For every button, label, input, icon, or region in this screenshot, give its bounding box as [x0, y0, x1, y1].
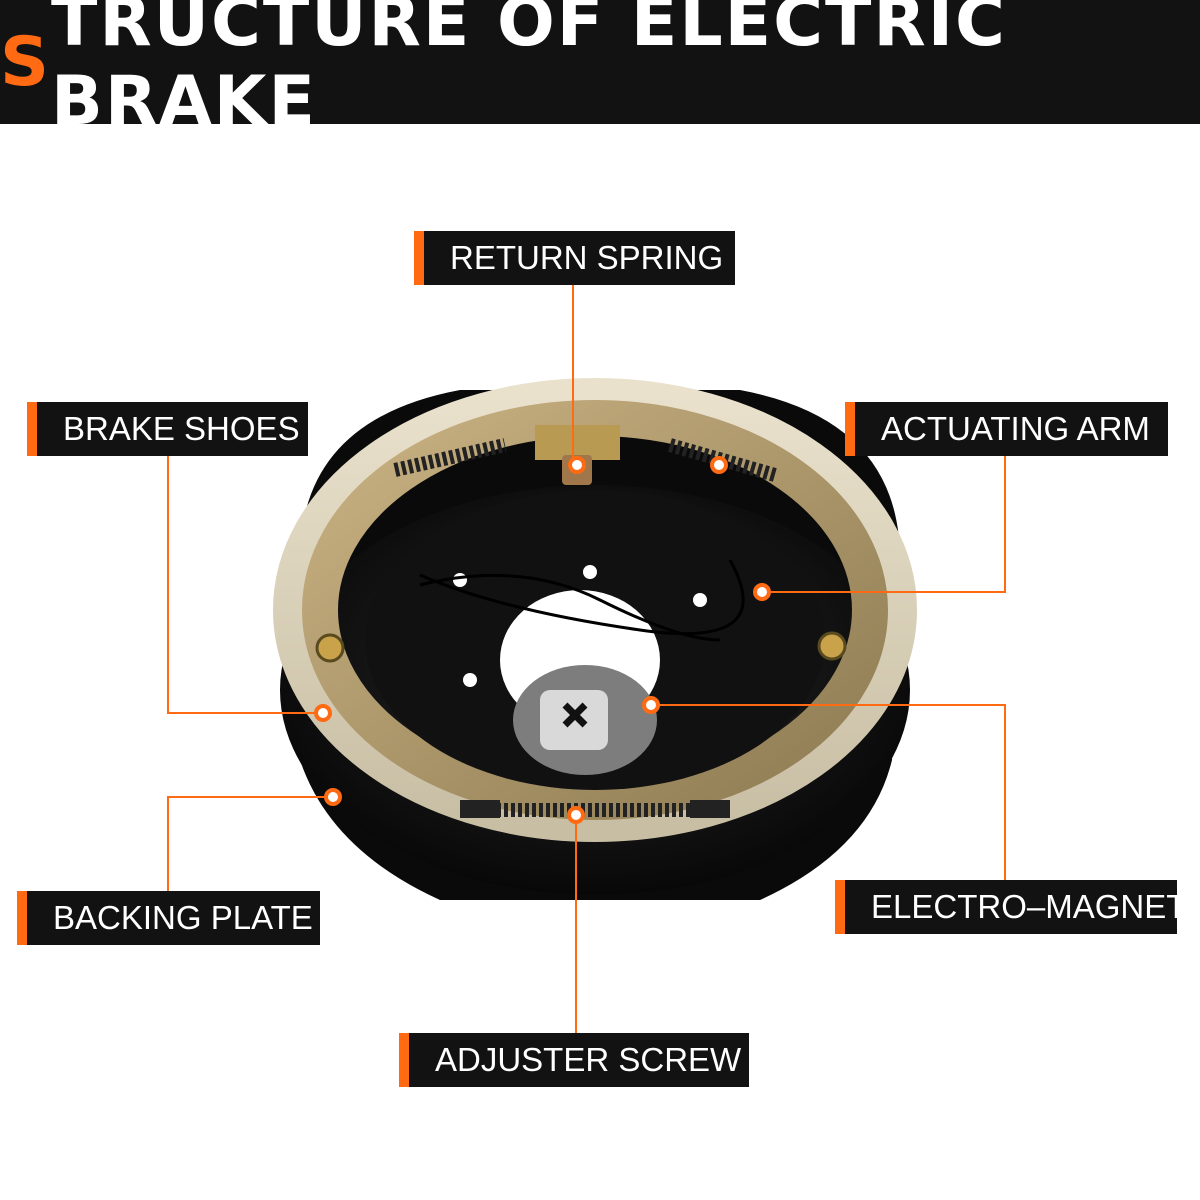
- label-actuating-arm: ACTUATING ARM: [845, 402, 1168, 456]
- wire-shape: [419, 559, 745, 636]
- label-return-spring: RETURN SPRING: [414, 231, 735, 285]
- label-text: ADJUSTER SCREW: [435, 1041, 742, 1078]
- label-electro-magnet: ELECTRO–MAGNET: [835, 880, 1186, 934]
- label-adjuster-screw: ADJUSTER SCREW: [399, 1033, 749, 1087]
- wire-shape: [419, 573, 721, 642]
- label-text: BACKING PLATE: [53, 899, 313, 936]
- title-text: TRUCTURE OF ELECTRIC BRAKE: [50, 0, 1007, 141]
- hold-down-pin-right: [817, 631, 847, 661]
- electro-magnet-shape: [513, 665, 657, 775]
- label-text: RETURN SPRING: [450, 239, 724, 276]
- label-brake-shoes: BRAKE SHOES: [27, 402, 308, 456]
- brake-shoes-shape: [273, 378, 917, 842]
- label-text: BRAKE SHOES: [63, 410, 300, 447]
- adjuster-screw-shape: [460, 800, 730, 818]
- title-accent-letter: S: [0, 22, 51, 102]
- label-backing-plate: BACKING PLATE: [17, 891, 320, 945]
- label-text: ACTUATING ARM: [881, 410, 1150, 447]
- leader-lines: [167, 284, 1006, 1033]
- hold-down-pin-left: [315, 633, 345, 663]
- label-text: ELECTRO–MAGNET: [871, 888, 1187, 925]
- marker-dots: [314, 456, 771, 824]
